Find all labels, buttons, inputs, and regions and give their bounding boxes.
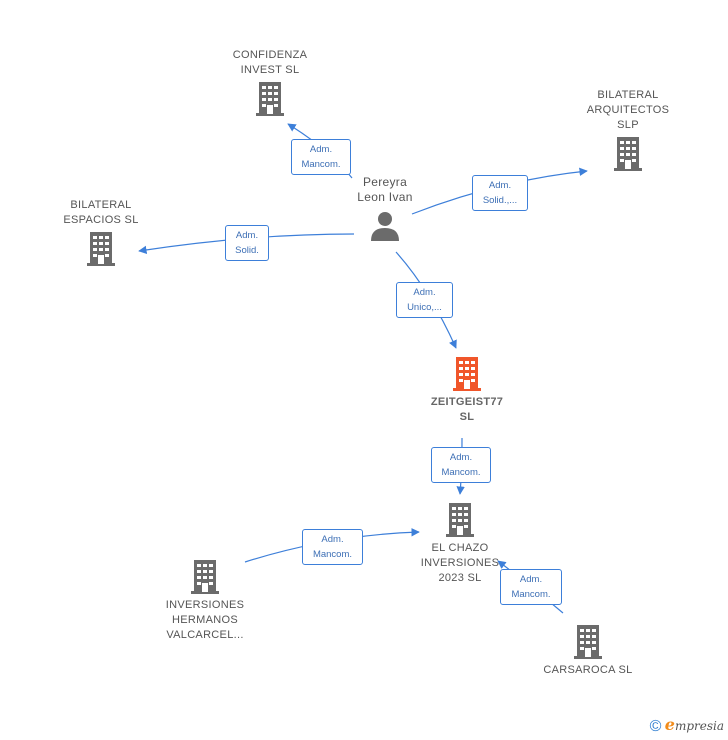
building-icon (614, 137, 642, 171)
edge-label-adm-solid[interactable]: Adm. Solid.,... (472, 175, 528, 211)
building-icon (87, 232, 115, 266)
node-label: ZEITGEIST77 SL (430, 396, 504, 423)
edge-label-adm-unico[interactable]: Adm. Unico,... (396, 282, 453, 318)
edge-label-adm-mancom[interactable]: Adm. Mancom. (431, 447, 491, 483)
building-icon (574, 625, 602, 659)
person-icon (371, 212, 399, 241)
edge-label-adm-solid[interactable]: Adm. Solid. (225, 225, 269, 261)
building-icon (191, 560, 219, 594)
node-carsaroca[interactable]: CARSAROCA SL (534, 625, 642, 678)
node-label: INVERSIONES HERMANOS VALCARCEL... (165, 599, 245, 641)
edge-label-adm-mancom[interactable]: Adm. Mancom. (291, 139, 351, 175)
node-bilateral-espacios[interactable]: BILATERAL ESPACIOS SL (50, 198, 152, 266)
building-icon (446, 503, 474, 537)
building-icon (453, 357, 481, 391)
node-bilateral-arquitectos[interactable]: BILATERAL ARQUITECTOS SLP (575, 88, 681, 171)
node-label: CARSAROCA SL (543, 664, 633, 676)
copyright-symbol: © (649, 718, 662, 735)
node-confidenza-invest[interactable]: CONFIDENZA INVEST SL (220, 48, 320, 116)
building-icon (256, 82, 284, 116)
node-el-chazo-inversiones[interactable]: EL CHAZO INVERSIONES 2023 SL (408, 503, 512, 586)
edge-label-adm-mancom[interactable]: Adm. Mancom. (302, 529, 363, 565)
node-zeitgeist77[interactable]: ZEITGEIST77 SL (415, 357, 519, 425)
node-label: BILATERAL ARQUITECTOS SLP (586, 89, 670, 131)
node-inversiones-hermanos[interactable]: INVERSIONES HERMANOS VALCARCEL... (150, 560, 260, 643)
node-label: Pereyra Leon Ivan (357, 175, 413, 204)
edge-label-adm-mancom[interactable]: Adm. Mancom. (500, 569, 562, 605)
node-label: CONFIDENZA INVEST SL (232, 49, 308, 76)
node-label: BILATERAL ESPACIOS SL (63, 199, 139, 226)
node-label: EL CHAZO INVERSIONES 2023 SL (420, 542, 500, 584)
node-person-pereyra[interactable]: Pereyra Leon Ivan (340, 175, 430, 241)
empresia-logo: empresia (664, 715, 724, 735)
footer-brand: © empresia (650, 715, 724, 736)
